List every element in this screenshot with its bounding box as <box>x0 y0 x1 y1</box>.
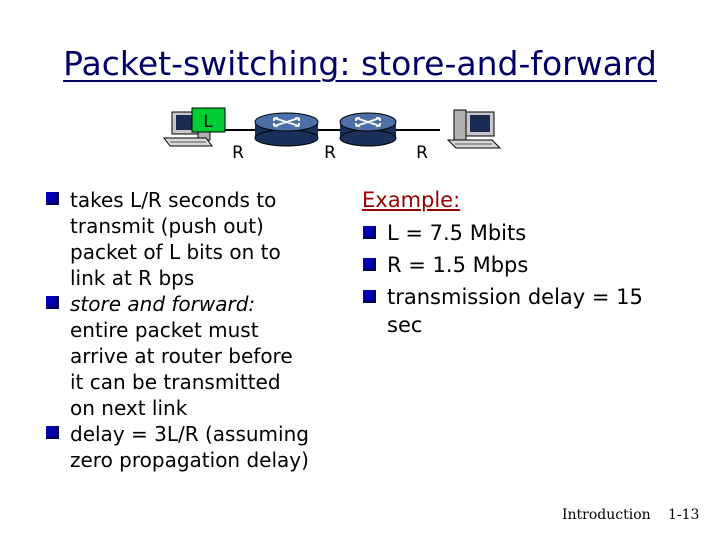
router-1-icon <box>254 112 319 147</box>
example-heading: Example: <box>362 188 461 212</box>
bullet-delay: delay = 3L/R (assuming zero propagation … <box>45 421 345 473</box>
bullet-transmit-time: takes L/R seconds to transmit (push out)… <box>45 187 345 291</box>
network-diagram: L R R R <box>163 107 502 163</box>
bullet-line-emphasis: store and forward: <box>70 292 256 316</box>
bullet-square-icon <box>46 426 59 439</box>
left-bullet-list: takes L/R seconds to transmit (push out)… <box>45 187 345 473</box>
example-item-l: L = 7.5 Mbits <box>362 217 672 249</box>
bullet-line: zero propagation delay) <box>70 448 309 472</box>
footer-page-number: 1-13 <box>668 507 700 523</box>
footer-section-label: Introduction <box>562 507 651 523</box>
bullet-store-and-forward: store and forward: entire packet must ar… <box>45 291 345 421</box>
link-label-r2: R <box>324 143 336 163</box>
bullet-line: on next link <box>70 396 188 420</box>
link-label-r3: R <box>416 143 428 163</box>
bullet-line: arrive at router before <box>70 344 293 368</box>
bullet-square-icon <box>46 296 59 309</box>
example-item-text: L = 7.5 Mbits <box>387 221 527 245</box>
packet-label: L <box>203 112 213 132</box>
bullet-line: entire packet must <box>70 318 259 342</box>
bullet-line: packet of L bits on to <box>70 240 281 264</box>
bullet-square-icon <box>363 290 376 303</box>
example-item-text: transmission delay = 15 <box>387 285 643 309</box>
example-item-continuation: sec <box>387 313 423 337</box>
example-bullet-list: L = 7.5 Mbits R = 1.5 Mbps transmission … <box>362 217 672 337</box>
bullet-line: it can be transmitted <box>70 370 281 394</box>
link-label-r1: R <box>232 143 244 163</box>
example-item-text: R = 1.5 Mbps <box>387 253 529 277</box>
example-item-r: R = 1.5 Mbps <box>362 249 672 281</box>
bullet-line: delay = 3L/R (assuming <box>70 422 309 446</box>
bullet-line: takes L/R seconds to <box>70 188 277 212</box>
router-2-icon <box>339 112 397 147</box>
bullet-line: link at R bps <box>70 266 195 290</box>
slide-title: Packet-switching: store-and-forward <box>63 44 657 83</box>
example-item-delay: transmission delay = 15 sec <box>362 281 672 337</box>
bullet-line: transmit (push out) <box>70 214 264 238</box>
bullet-square-icon <box>363 258 376 271</box>
packet-icon <box>191 107 226 133</box>
bullet-square-icon <box>46 192 59 205</box>
destination-host-icon <box>446 109 502 149</box>
bullet-square-icon <box>363 226 376 239</box>
